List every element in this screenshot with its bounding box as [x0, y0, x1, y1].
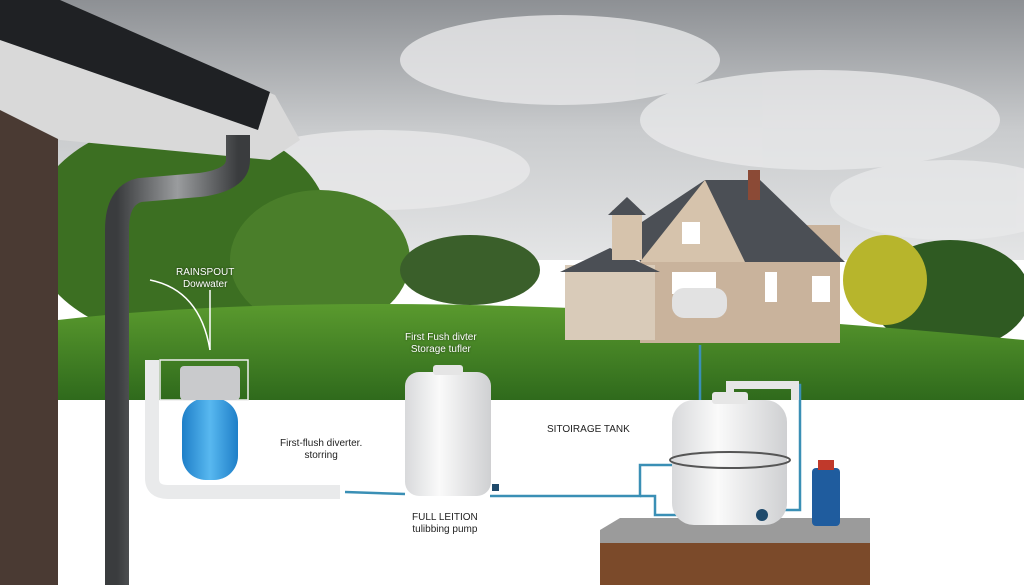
gutter: [0, 0, 270, 130]
pump-label: FULL LEITION tulibbing pump: [412, 512, 478, 536]
diverter-tank-label-line2: Storage tufler: [410, 344, 471, 355]
downspout-label: RAINSPOUT Dowwater: [176, 267, 234, 291]
pump-label-line2: tulibbing pump: [412, 524, 478, 535]
first-flush-label: First-flush diverter. storring: [280, 438, 362, 462]
house-wall: [0, 70, 58, 585]
downspout-label-subtitle: Dowwater: [182, 279, 228, 290]
chamber-cap: [180, 366, 240, 400]
clouds: [230, 15, 1024, 240]
label-arrow: [149, 279, 211, 351]
pump-label-line1: FULL LEITION: [412, 512, 478, 523]
diverter-pipe: [145, 360, 340, 499]
collection-barrel: [672, 288, 727, 318]
first-flush-storage-tank: [405, 372, 491, 496]
pump-icon: [812, 468, 840, 526]
first-flush-label-line2: storring: [304, 450, 338, 461]
first-flush-label-line1: First-flush diverter.: [280, 438, 363, 449]
downspout-label-title: RAINSPOUT: [176, 267, 235, 278]
diverter-tank-label-line1: First Fush divter: [405, 332, 477, 343]
valve-icon: [492, 484, 499, 491]
storage-tank-label: SITOIRAGE TANK: [547, 424, 630, 435]
downspout-pipe: [105, 135, 250, 585]
diverter-tank-label: First Fush divter Storage tufler: [405, 332, 477, 356]
first-flush-chamber: [182, 398, 238, 480]
concrete-pad: [600, 518, 870, 545]
storage-tank: [672, 400, 787, 525]
